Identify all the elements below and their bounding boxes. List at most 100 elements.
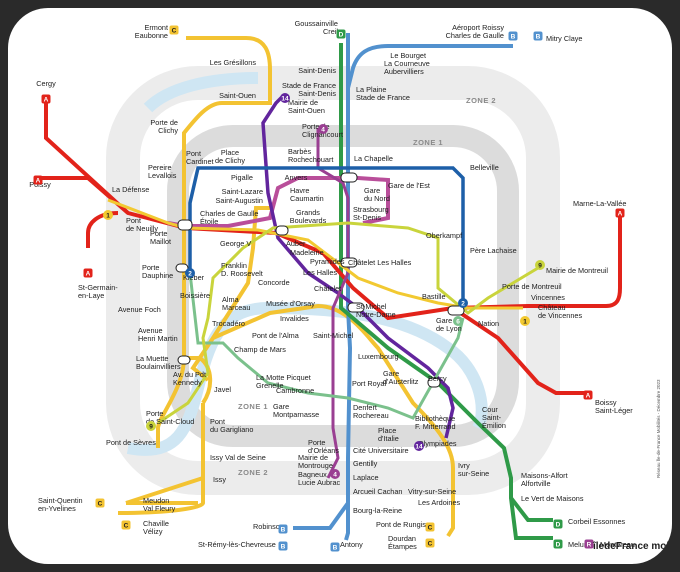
svg-text:A: A [44,96,49,103]
station-oberkampf: Oberkampf [426,231,463,240]
station-stremy: St-Rémy-lès-Chevreuse [198,540,276,549]
station-mairiemontreuil: Mairie de Montreuil [546,266,608,275]
station-anvers: Anvers [285,173,308,182]
station-ladefense: La Défense [112,185,149,194]
line-badge-A: A [83,268,93,278]
station-museedorsay: Musée d'Orsay [266,299,315,308]
zone-label-1b: ZONE 1 [238,402,268,411]
station-mitry: Mitry Claye [546,34,583,43]
line-badge-14: 14 [414,441,424,451]
station-saintlazare: Saint-Lazare [222,187,263,196]
station-markers [175,172,465,388]
svg-text:4: 4 [333,471,337,478]
station-chateletleshalles: Châtelet Les Halles [348,258,412,267]
seine-river [126,301,488,456]
station-champdemars: Champ de Mars [234,345,286,354]
station-pontderungis: Pont de Rungis [376,520,426,529]
station-bastille: Bastille [422,292,446,301]
svg-text:R: R [587,541,592,548]
station-invalides: Invalides [280,314,309,323]
station-vincennes: Vincennes [531,293,565,302]
station-chatelet: Châtelet [314,284,341,293]
line-badge-B: B [330,542,340,552]
line-badge-4: 4 [330,469,340,479]
svg-text:9: 9 [538,262,542,269]
svg-text:C: C [172,27,177,34]
line-badge-C: C [95,498,105,508]
svg-text:C: C [428,540,433,547]
idfm-logo: îledeFrance mobilités [592,541,672,552]
svg-text:D: D [339,31,344,38]
svg-text:A: A [86,270,91,277]
station-vitry: Vitry-sur-Seine [408,487,456,496]
svg-text:14: 14 [281,95,289,102]
line-badge-A: A [41,94,51,104]
station-arcueilcachan: Arcueil Cachan [353,487,402,496]
station-montereau: Montereau [600,540,635,549]
station-cambronne: Cambronne [276,386,314,395]
station-madeleine: Madeleine [290,248,324,257]
svg-text:B: B [536,33,541,40]
station-citeuniversitaire: Cité Universitaire [353,446,409,455]
line-badge-1: 1 [520,316,530,326]
station-perelachaise: Père Lachaise [470,246,517,255]
svg-text:2: 2 [461,300,465,307]
svg-text:A: A [586,392,591,399]
station-portedesevres: Pont de Sèvres [106,438,156,447]
svg-text:9: 9 [149,423,153,430]
line-badge-C: C [425,522,435,532]
station-lebourget: Le Bourget [390,51,426,60]
svg-text:B: B [511,33,516,40]
station-lachapelle: La Chapelle [354,154,393,163]
station-portroyal: Port Royal [352,379,386,388]
line-badge-R: R [584,539,594,549]
station-robinson: Robinson [253,522,284,531]
station-portemontreuil: Porte de Montreuil [502,282,562,291]
station-belleville: Belleville [470,163,499,172]
station-issyvaldeseine: Issy Val de Seine [210,453,266,462]
station-cergy: Cergy [36,79,56,88]
line-badge-C: C [425,538,435,548]
line-badge-9: 9 [146,421,156,431]
line-badge-A: A [33,175,43,185]
line-badge-A: A [615,208,625,218]
line-badge-9: 9 [535,260,545,270]
station-levertdemaisons: Le Vert de Maisons [521,494,584,503]
line-badge-C: C [121,520,131,530]
station-georgev: George V [220,239,251,248]
line-badge-D: D [553,519,563,529]
station-nation: Nation [478,319,499,328]
station-avenuefoch: Avenue Foch [118,305,161,314]
station-saintdenis: Saint-Denis [298,66,336,75]
station-saintgermain: St-Germain-en-Laye [78,283,118,300]
line-badge-B: B [278,524,288,534]
station-bercy: Bercy [428,374,447,383]
svg-text:C: C [98,500,103,507]
